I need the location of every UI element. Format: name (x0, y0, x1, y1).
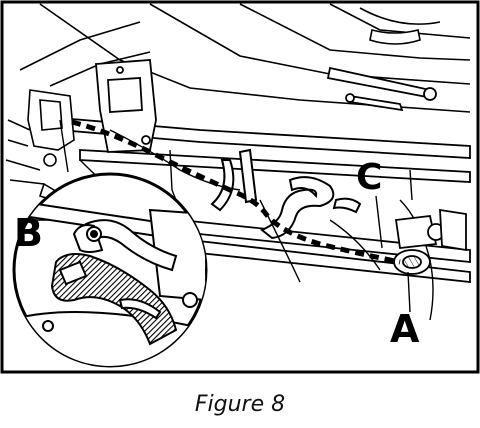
routing-line (71, 119, 401, 265)
wiper-linkage (326, 66, 437, 112)
callout-b: B (14, 211, 43, 255)
hood-area (19, 3, 471, 113)
cross-member (59, 117, 471, 284)
detail-inset (12, 172, 208, 368)
leader-lines (59, 119, 411, 313)
callout-a: A (390, 307, 420, 351)
figure-illustration (0, 0, 480, 374)
right-mount (393, 208, 467, 275)
coolant-hoses (210, 148, 362, 240)
callout-c: C (356, 157, 383, 198)
figure-caption: Figure 8 (194, 392, 286, 417)
left-bracket (95, 59, 157, 153)
